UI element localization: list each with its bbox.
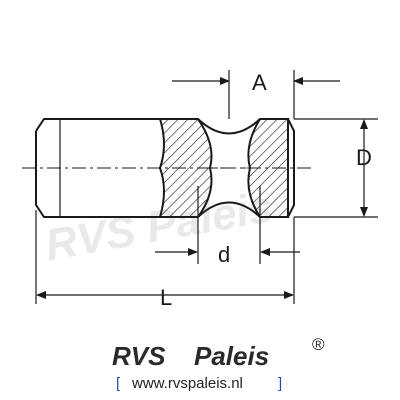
brand-name-part1: RVS — [112, 341, 166, 371]
brand-registered-mark: ® — [312, 335, 325, 354]
label-a: A — [252, 70, 267, 95]
label-d-inner: d — [218, 242, 230, 267]
url-bracket-open: [ — [116, 375, 121, 392]
url-bracket-close: ] — [278, 375, 282, 392]
brand-name-part2: Paleis — [194, 341, 269, 371]
label-l: L — [160, 285, 172, 310]
dimension-d-outer — [294, 118, 378, 218]
dimension-l — [35, 210, 295, 304]
brand-url: www.rvspaleis.nl — [131, 375, 243, 392]
dimension-a — [172, 70, 340, 119]
brand-logo: RVS Paleis ® — [112, 335, 325, 371]
label-d-outer: D — [356, 145, 372, 170]
watermark-text: RVS Paleis — [42, 182, 277, 270]
